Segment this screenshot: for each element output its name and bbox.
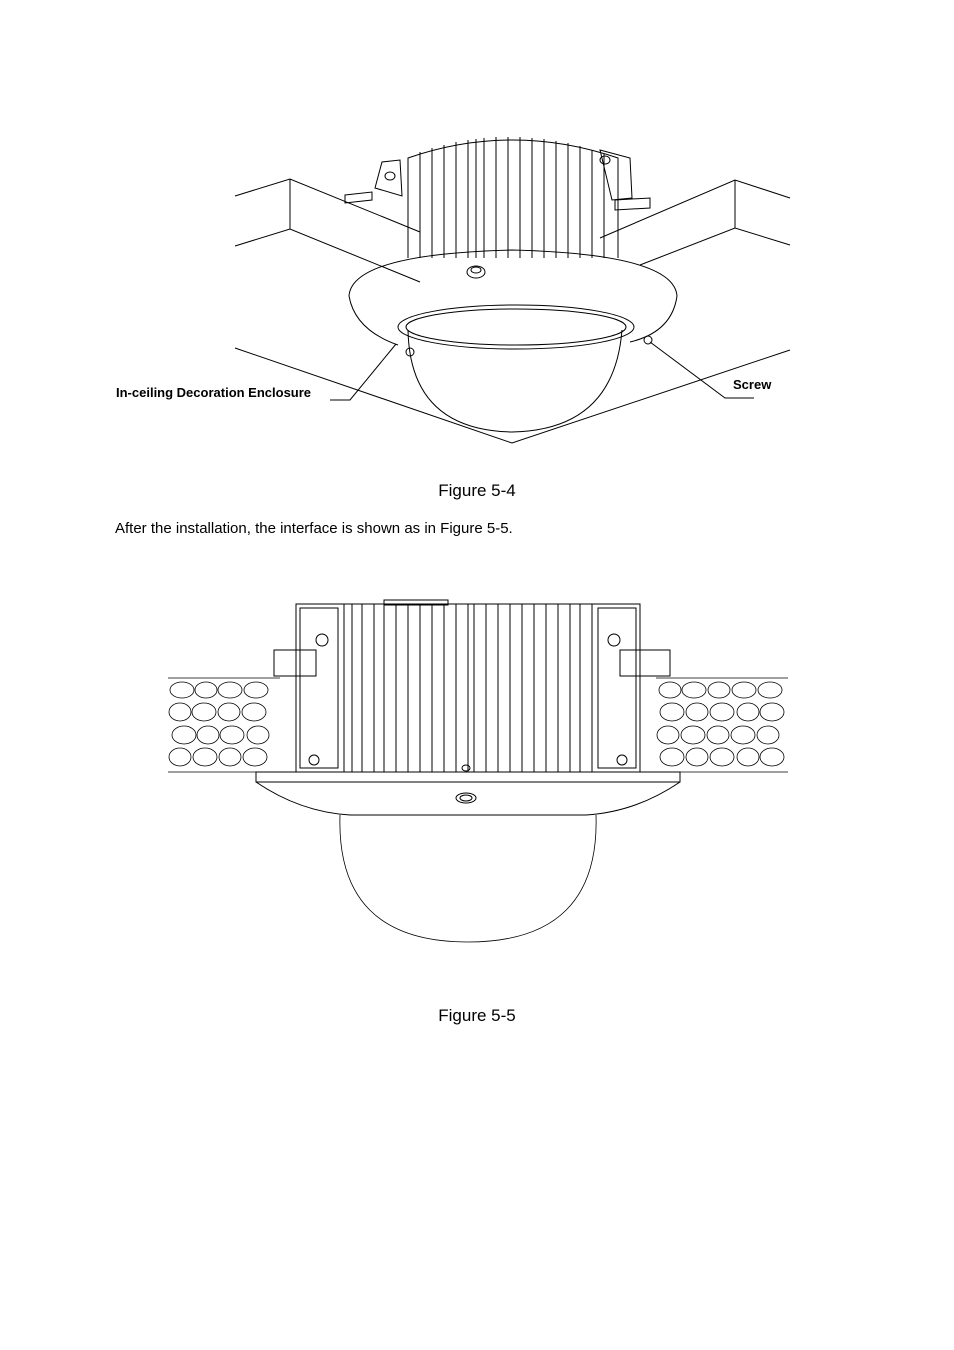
decoration-ring	[349, 250, 677, 349]
ceiling-stone-left	[168, 678, 280, 772]
ceiling-stone-right	[656, 678, 788, 772]
dome-cover	[408, 330, 622, 432]
ceiling-slab	[235, 179, 790, 443]
decoration-ring	[256, 772, 680, 815]
body-paragraph: After the installation, the interface is…	[115, 520, 513, 537]
enclosure-leader-line	[330, 344, 396, 400]
figure-5-4-illustration: In-ceiling Decoration Enclosure Screw	[116, 128, 800, 450]
screw-label: Screw	[733, 377, 772, 392]
screw-icon	[644, 336, 652, 344]
figure-5-4-caption: Figure 5-4	[438, 481, 516, 500]
housing-cylinder	[274, 600, 670, 772]
screw-icon	[406, 348, 414, 356]
figure-5-5-illustration	[160, 592, 800, 952]
enclosure-label: In-ceiling Decoration Enclosure	[116, 385, 311, 400]
dome-cover	[340, 815, 596, 942]
screw-leader-line	[650, 342, 754, 398]
figure-5-5-caption: Figure 5-5	[438, 1006, 516, 1025]
housing-cylinder	[345, 137, 650, 258]
